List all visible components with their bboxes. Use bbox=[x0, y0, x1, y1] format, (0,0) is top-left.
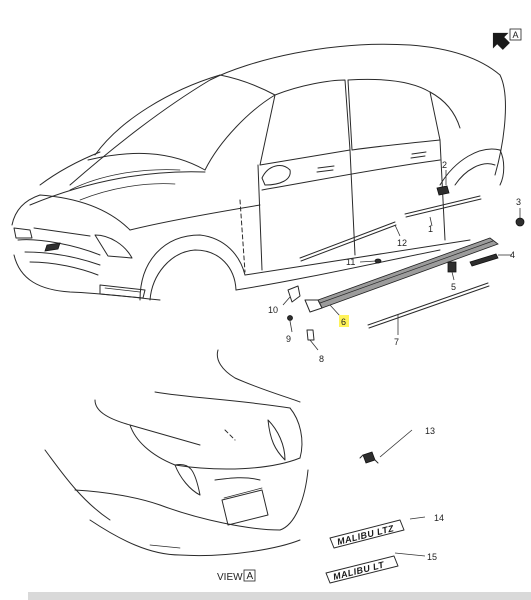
callout-9: 9 bbox=[286, 334, 291, 344]
view-a-marker-letter: A bbox=[513, 30, 519, 40]
callout-labels: 1 2 3 4 5 6 7 8 9 10 11 12 13 14 15 bbox=[268, 160, 521, 562]
part-10-bracket bbox=[287, 285, 301, 303]
part-15-emblem-text: MALIBU LT bbox=[332, 559, 386, 582]
callout-8: 8 bbox=[319, 354, 324, 364]
part-6-rocker-molding bbox=[317, 237, 499, 309]
part-2-fastener bbox=[436, 185, 450, 196]
part-1-door-molding bbox=[404, 195, 481, 215]
callout-6: 6 bbox=[341, 317, 346, 327]
callout-13: 13 bbox=[425, 426, 435, 436]
part-14-emblem-outline bbox=[329, 519, 405, 549]
part-9-screw bbox=[287, 315, 293, 321]
view-a-arrow: A bbox=[492, 28, 522, 50]
callout-14: 14 bbox=[434, 513, 444, 523]
part-5-clip bbox=[447, 261, 457, 273]
part-7-strip bbox=[367, 282, 489, 326]
callout-3: 3 bbox=[516, 197, 521, 207]
parts-group bbox=[287, 185, 525, 341]
callout-7: 7 bbox=[394, 337, 399, 347]
part-12-molding bbox=[299, 221, 396, 259]
callout-6-highlight bbox=[339, 315, 349, 327]
part-13-bowtie-emblem bbox=[362, 451, 376, 464]
emblem-group: MALIBU LTZ MALIBU LT bbox=[325, 519, 405, 584]
callout-12: 12 bbox=[397, 238, 407, 248]
part-4-clip bbox=[469, 253, 499, 267]
callout-2: 2 bbox=[442, 160, 447, 170]
car-side-illustration bbox=[11, 43, 506, 301]
callout-15: 15 bbox=[427, 552, 437, 562]
view-a-label: VIEW A bbox=[217, 569, 256, 583]
part-14-emblem-text: MALIBU LTZ bbox=[336, 523, 395, 547]
part-3-bolt bbox=[515, 217, 525, 227]
callout-10: 10 bbox=[268, 305, 278, 315]
bottom-scrollbar[interactable] bbox=[28, 592, 531, 600]
view-label-prefix: VIEW bbox=[217, 572, 243, 583]
callout-1: 1 bbox=[428, 224, 433, 234]
part-15-emblem-outline bbox=[325, 555, 399, 584]
callout-11: 11 bbox=[346, 257, 355, 267]
car-rear-illustration bbox=[44, 349, 379, 556]
leader-lines bbox=[282, 170, 521, 557]
callout-4: 4 bbox=[510, 250, 515, 260]
part-8-clip bbox=[306, 329, 315, 341]
callout-5: 5 bbox=[451, 282, 456, 292]
view-label-letter: A bbox=[247, 571, 254, 582]
